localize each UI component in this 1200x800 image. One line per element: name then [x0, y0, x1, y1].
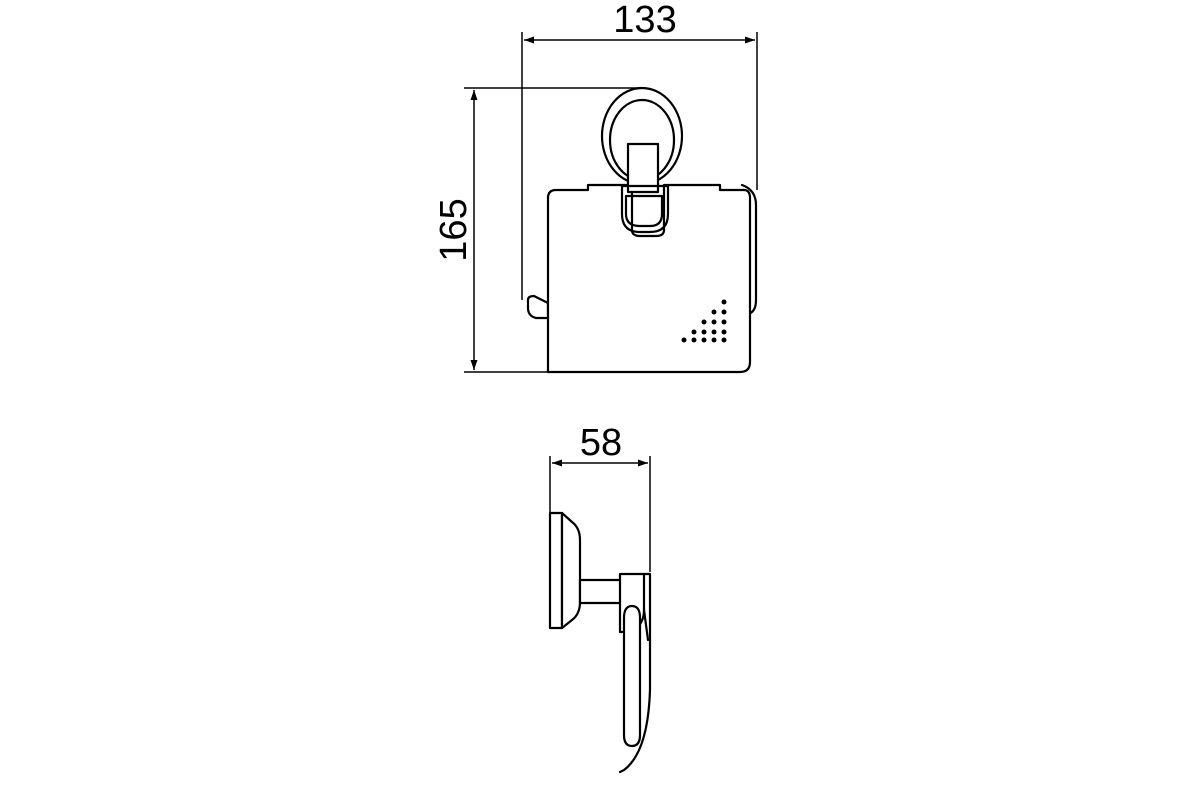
depth-label: 58 — [580, 422, 622, 464]
dot-pattern — [681, 299, 727, 343]
side-cover — [618, 572, 652, 774]
hanger-wire — [740, 183, 758, 316]
width-label: 133 — [613, 0, 676, 41]
width-dimension: 133 — [521, 0, 758, 300]
paper-bar — [622, 604, 642, 748]
hook-tip — [526, 294, 550, 320]
cover-plate — [546, 183, 752, 374]
side-cover-edge — [642, 608, 650, 642]
wall-base — [548, 511, 564, 630]
base-bevel — [560, 511, 582, 630]
depth-dimension: 58 — [549, 422, 651, 572]
height-dimension: 165 — [433, 87, 640, 373]
front-view: 133 165 — [433, 0, 758, 374]
side-view: 58 — [548, 422, 652, 774]
arm — [578, 578, 624, 605]
hinge — [620, 142, 670, 234]
height-label: 165 — [433, 198, 475, 261]
